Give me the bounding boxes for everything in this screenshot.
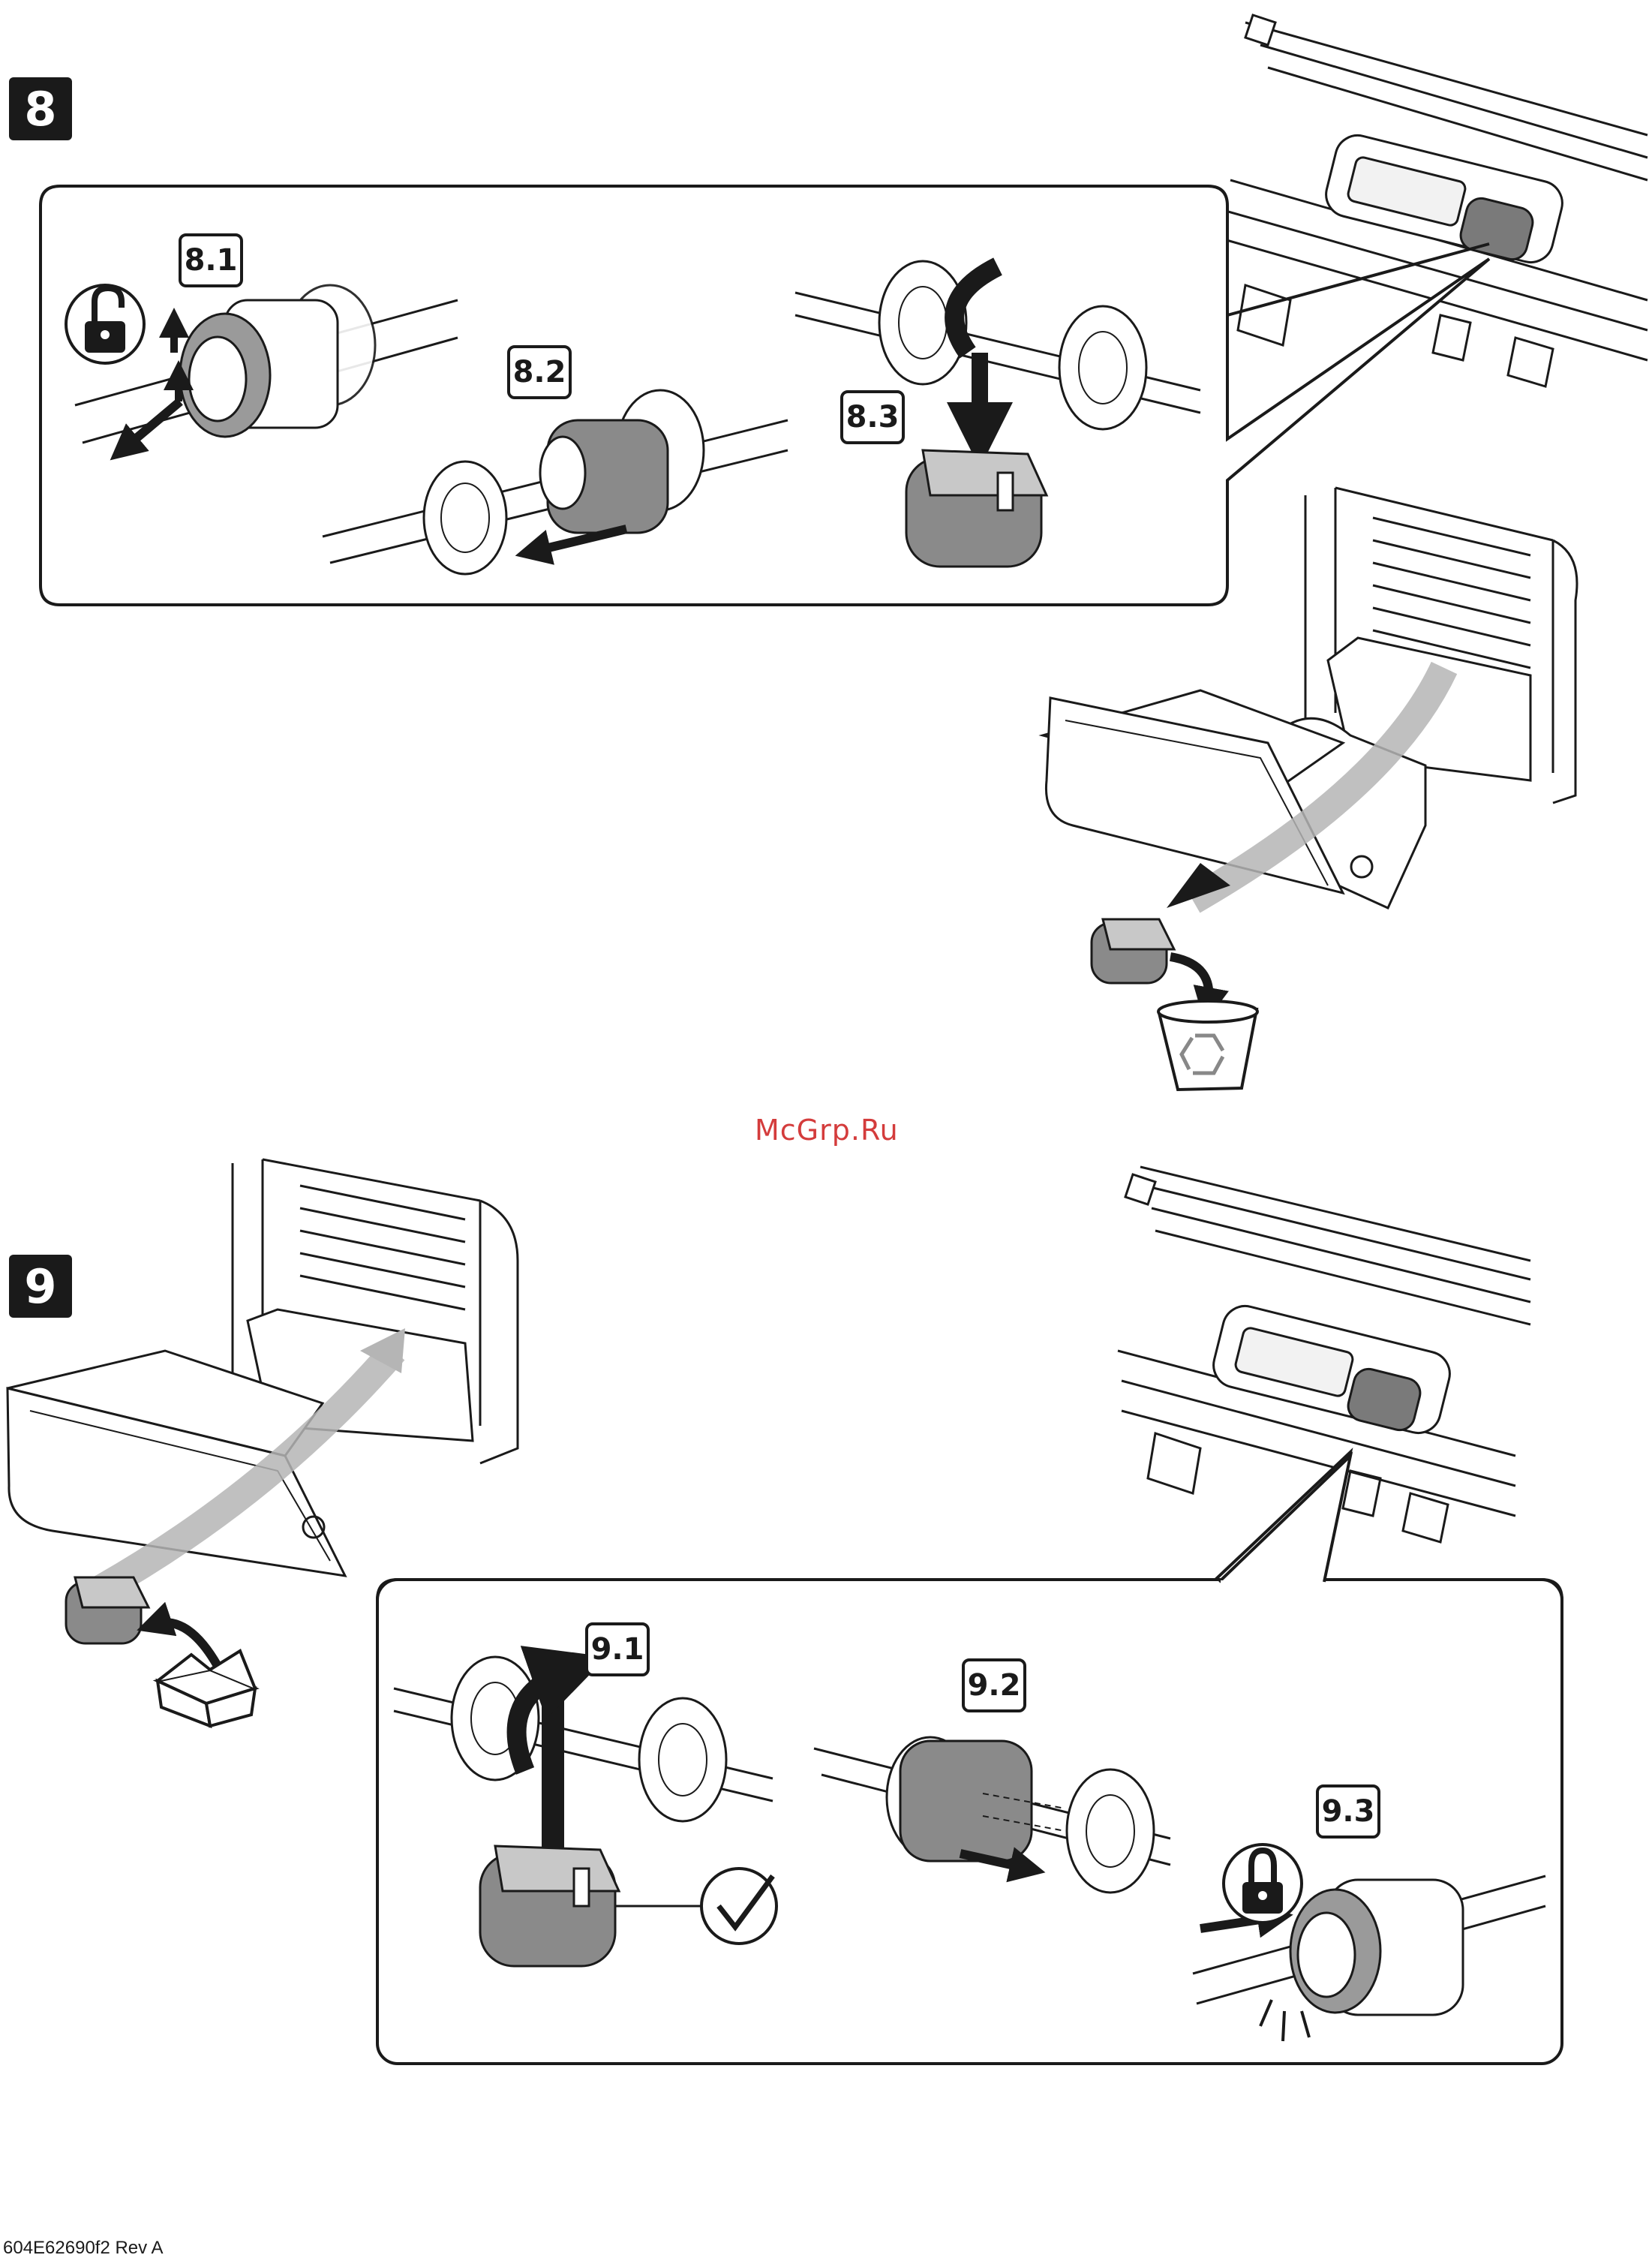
watermark: McGrp.Ru — [755, 1114, 899, 1147]
sub-step-label-8-1: 8.1 — [179, 233, 243, 287]
step-number-9: 9 — [9, 1255, 72, 1318]
recycle-bin-icon — [1158, 1001, 1257, 1090]
step-number-8: 8 — [9, 77, 72, 140]
sub-step-label-8-3: 8.3 — [840, 390, 905, 444]
printer-icon — [8, 1159, 518, 1576]
sub-step-label-9-3: 9.3 — [1316, 1784, 1380, 1839]
sub-step-label-9-1: 9.1 — [585, 1622, 650, 1676]
lock-icon — [1224, 1845, 1302, 1923]
unlock-icon — [66, 285, 144, 363]
printer-detail-top — [1223, 15, 1647, 386]
sub-step-label-9-2: 9.2 — [962, 1658, 1026, 1712]
roller-icon — [1092, 919, 1174, 983]
open-box-icon — [158, 1651, 255, 1726]
roller-icon — [66, 1577, 149, 1643]
sub-step-label-8-2: 8.2 — [507, 345, 572, 399]
checkmark-icon — [701, 1869, 776, 1944]
document-code: 604E62690f2 Rev A — [3, 2238, 164, 2259]
